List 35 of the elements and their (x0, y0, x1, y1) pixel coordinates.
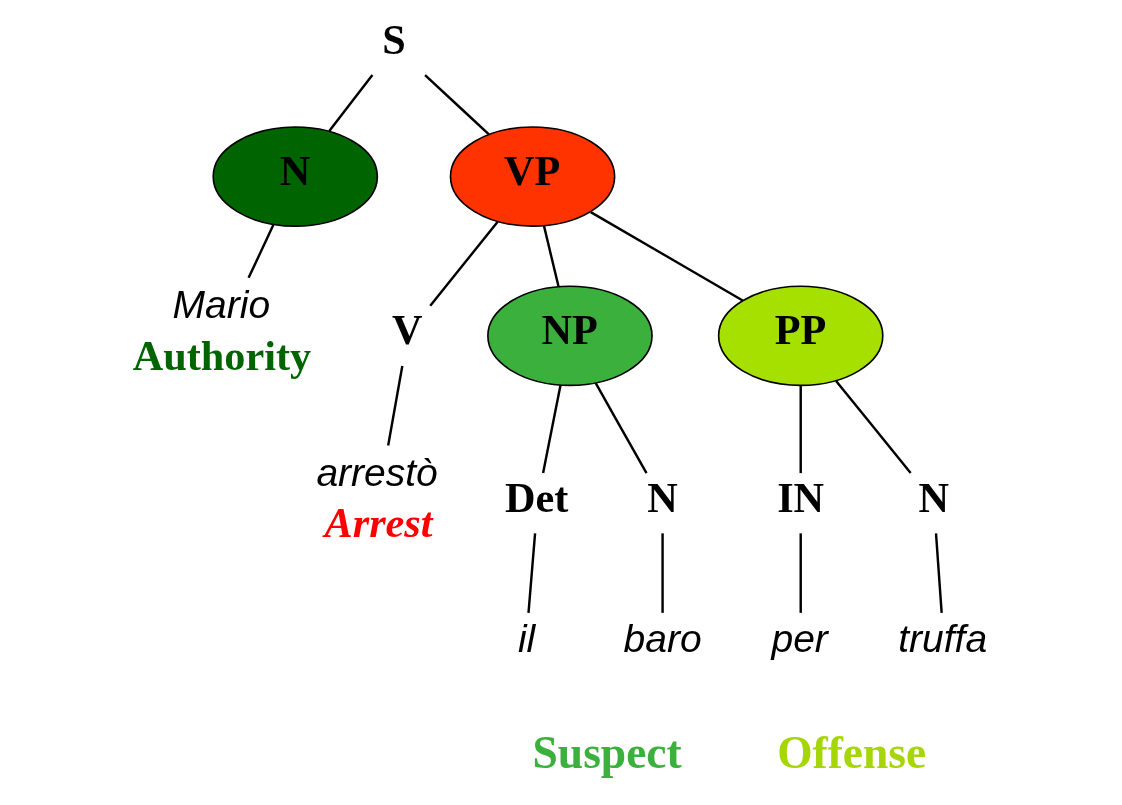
connector (424, 74, 490, 136)
node-label: Authority (132, 331, 312, 379)
label: Suspect (532, 727, 682, 779)
node-text: per (771, 617, 828, 661)
connector (429, 220, 499, 307)
node-text: N (918, 473, 950, 521)
node-text: Mario (172, 283, 271, 327)
connector (799, 533, 802, 613)
node-ellipse: N (212, 126, 379, 227)
connector (934, 533, 943, 613)
connector (386, 365, 404, 446)
connector (799, 385, 802, 474)
connector (541, 385, 562, 474)
node-text: baro (623, 617, 702, 661)
connector (247, 224, 275, 279)
connector (527, 533, 537, 613)
node-text: S (382, 15, 406, 63)
node-text: il (517, 617, 536, 661)
connector (542, 225, 560, 287)
node-text: N (647, 473, 678, 521)
node-ellipse: PP (717, 285, 884, 387)
node-text: arrestò (316, 450, 438, 494)
node-ellipse: VP (449, 126, 616, 227)
node-text: IN (777, 473, 825, 521)
node-text: Det (504, 473, 569, 521)
connector (661, 533, 664, 613)
node-text: V (391, 306, 423, 354)
node-ellipse: NP (487, 285, 653, 387)
node-label: Arrest (324, 499, 433, 547)
connector (835, 380, 912, 474)
connector (328, 74, 374, 132)
node-text: truffa (898, 617, 988, 661)
connector (590, 211, 744, 302)
label: Offense (777, 727, 927, 779)
connector (594, 382, 648, 474)
